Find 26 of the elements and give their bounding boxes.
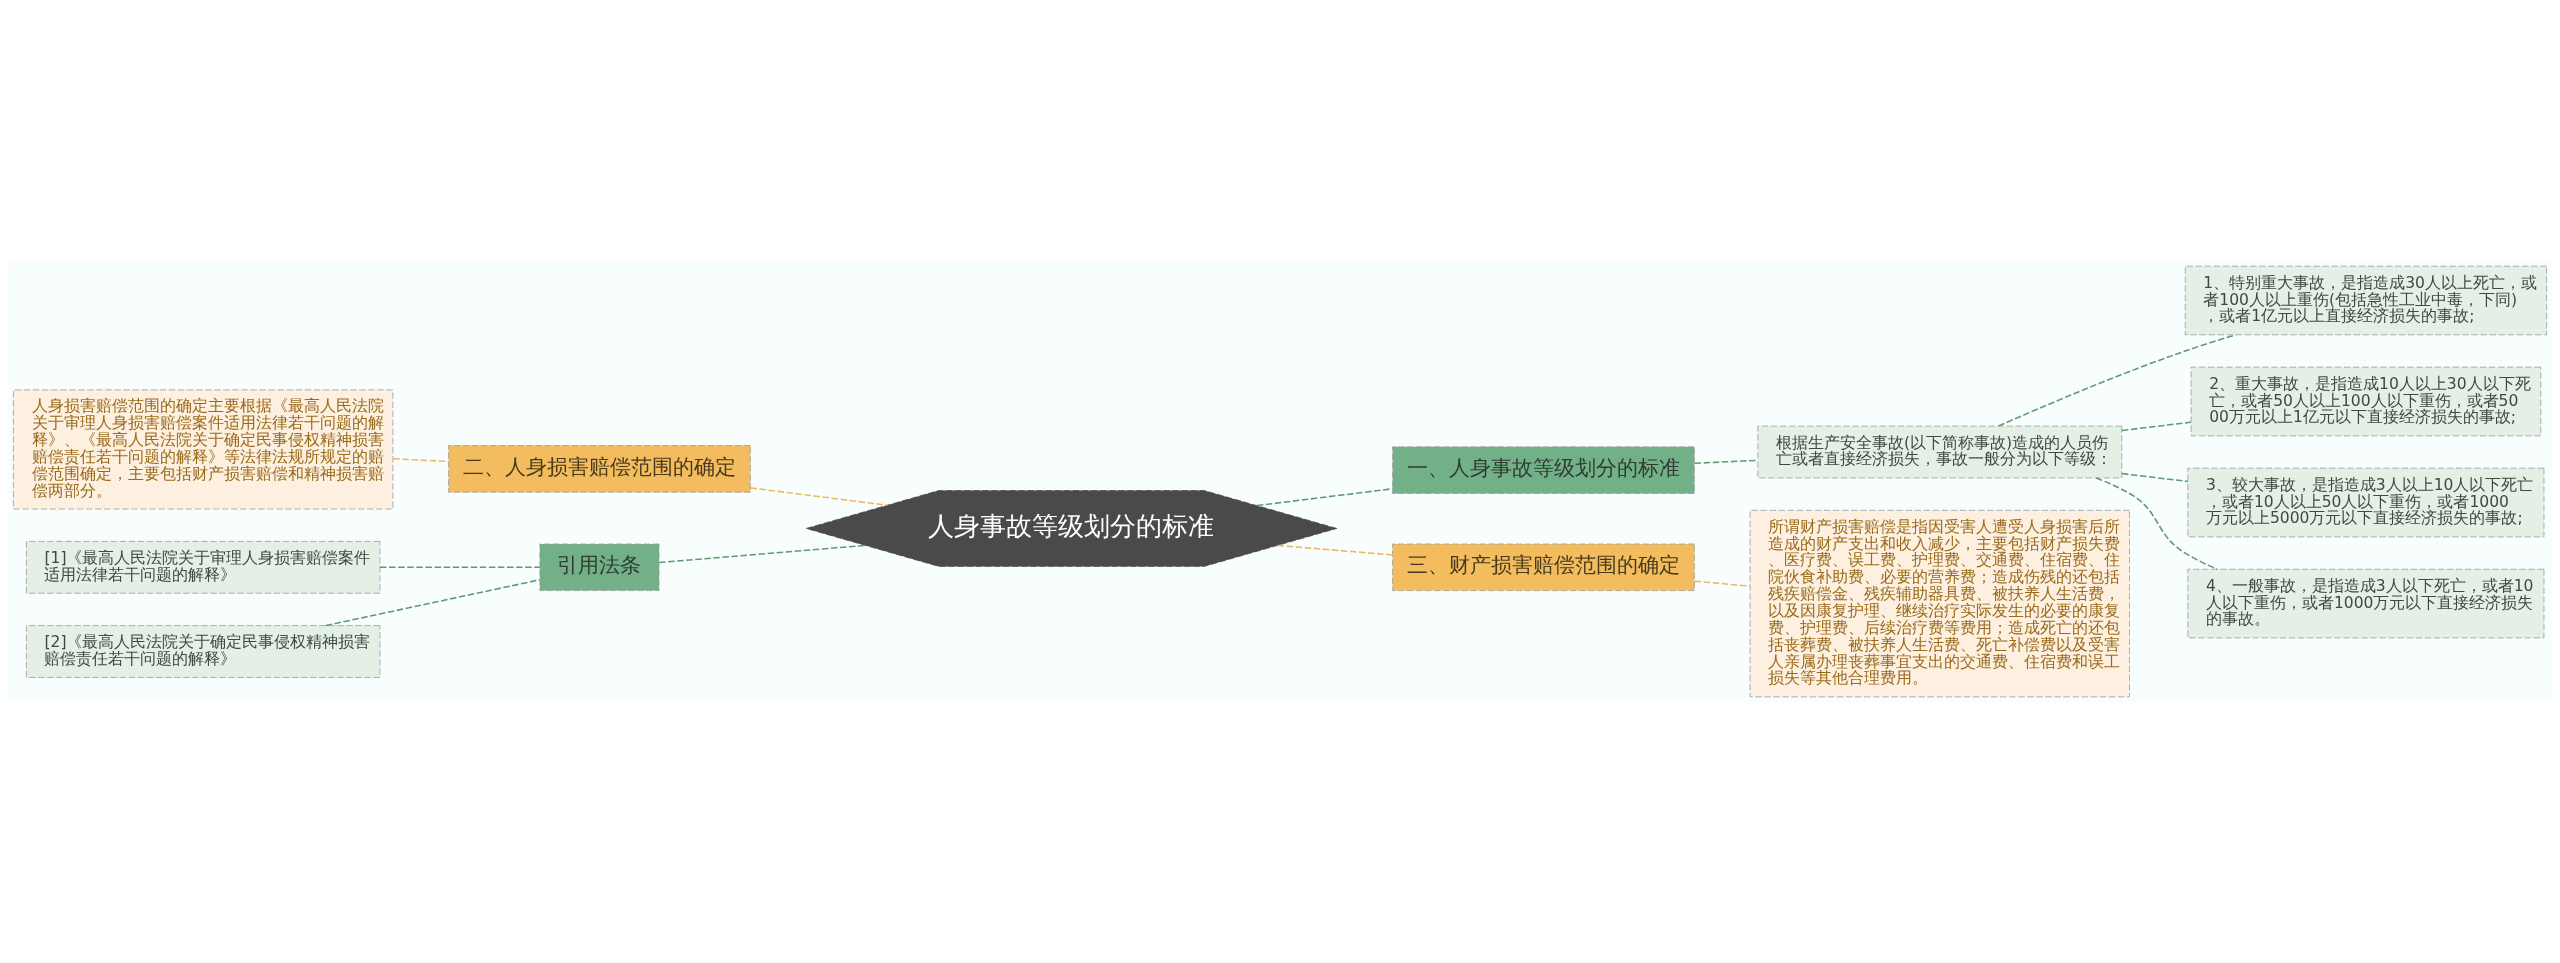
connector [1256,487,1394,507]
node-box: 2、重大事故，是指造成10人以上30人以下死亡，或者50人以上100人以下重伤，或者5000万元以上1亿元以下直接经济损失的事故; [2190,366,2542,437]
node-box: 人身损害赔偿范围的确定主要根据《最高人民法院关于审理人身损害赔偿案件适用法律若干问题的解释》、《最高人民法院关于确定民事侵权精神损害赔偿责任若干问题的解释》等法律法规所规定的赔偿范围确定，主要包括财产损害赔偿和精神损害赔偿两部分。 [13,389,394,510]
node-box: [2]《最高人民法院关于确定民事侵权精神损害赔偿责任若干问题的解释》 [26,625,381,678]
connector [392,458,450,463]
connector [749,487,889,506]
connector [1997,334,2237,427]
connector [325,579,541,627]
node-box: 所谓财产损害赔偿是指因受害人遭受人身损害后所造成的财产支出和收入减少，主要包括财产损失费、医疗费、误工费、护理费、交通费、住宿费、住院伙食补助费、必要的营养费；造成伤残的还包括残疾赔偿金、残疾辅助器具费、被扶养人生活费，以及因康复护理、继续治疗实际发生的必要的康复费、护理费、后续治疗费等费用；造成死亡的还包括丧葬费、被扶养人生活费、死亡补偿费以及受害人亲属办理丧葬事宜支出的交通费、住宿费和误工损失等其他合理费用。 [1749,509,2130,698]
connector [379,566,541,569]
connector [2121,472,2189,483]
node-box: 根据生产安全事故(以下简称事故)造成的人员伤亡或者直接经济损失，事故一般分为以下等级： [1757,425,2123,479]
node-box: 引用法条 [539,543,660,591]
node-box: 4、一般事故，是指造成3人以下死亡，或者10人以下重伤，或者1000万元以下直接经济损失的事故。 [2187,568,2545,639]
node-box: [1]《最高人民法院关于审理人身损害赔偿案件适用法律若干问题的解释》 [26,541,381,594]
connector [1694,459,1759,465]
node-box: 一、人身事故等级划分的标准 [1392,446,1695,494]
node-box: 三、财产损害赔偿范围的确定 [1392,543,1695,591]
node-box: 二、人身损害赔偿范围的确定 [448,445,751,493]
connector [658,544,866,564]
connector [2121,421,2192,432]
connector [1694,580,1751,587]
connector [2095,477,2218,570]
node-box: 3、较大事故，是指造成3人以上10人以下死亡，或者10人以上50人以下重伤，或者1000万元以上5000万元以下直接经济损失的事故; [2187,467,2545,538]
connector [1276,544,1394,556]
node-box: 1、特别重大事故，是指造成30人以上死亡，或者100人以上重伤(包括急性工业中毒，下同)，或者1亿元以上直接经济损失的事故; [2184,265,2547,336]
